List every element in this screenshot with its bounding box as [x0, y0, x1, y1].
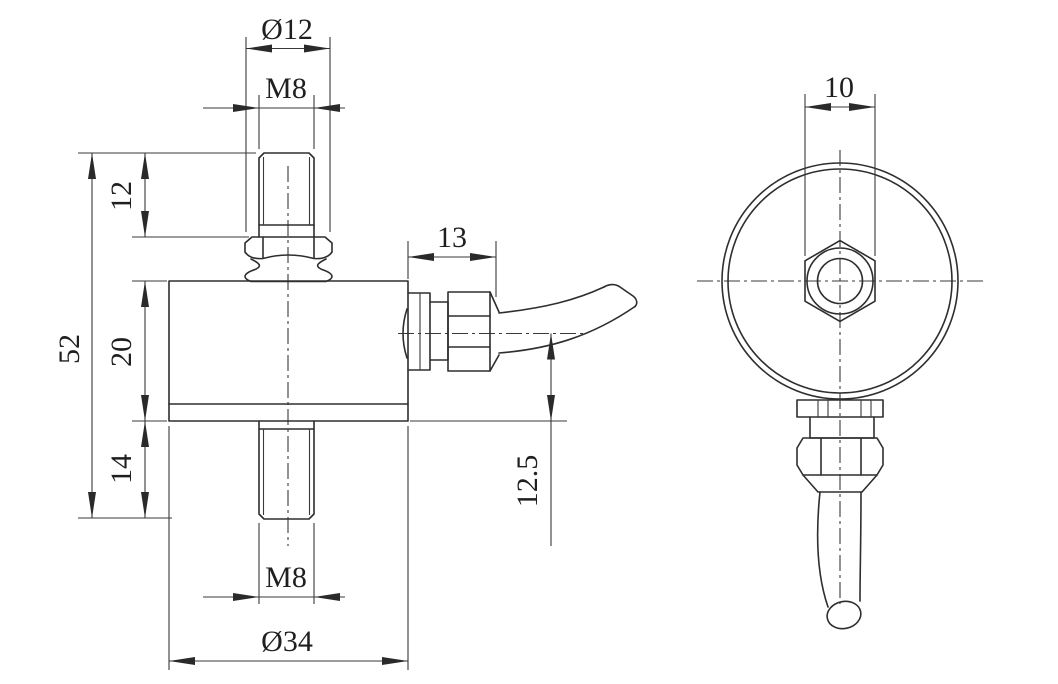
arrowhead-top [141, 281, 149, 307]
dim-label-stud-across-flats: 10 [824, 71, 854, 104]
dim-extension-lines [258, 523, 315, 604]
body-outer-circle [721, 162, 959, 400]
top-stud [258, 152, 315, 238]
dim-extension-lines [407, 241, 497, 297]
side-view: 10 [697, 71, 983, 630]
arrowhead-left [246, 44, 272, 53]
dim-label-top-diameter: Ø12 [261, 13, 313, 46]
gland-neck [429, 301, 449, 361]
dim-label-bottom-stud-length: 14 [105, 454, 138, 484]
dim-label-bottom-thread: M8 [265, 561, 307, 594]
gland-hex-facet-lines [447, 315, 491, 348]
body-inner-circle [727, 168, 953, 394]
cable-front [498, 283, 638, 354]
top-hex-outline [244, 236, 333, 260]
gland-collar-facet-lines [817, 400, 872, 417]
arrowhead-left [408, 253, 434, 261]
stud-thread-circle [816, 257, 864, 305]
bottom-stud-outline [258, 420, 315, 520]
top-stud-outline [258, 152, 315, 238]
arrowhead-top [88, 153, 96, 179]
dim-extension-lines [804, 94, 876, 256]
stud-end-view [804, 239, 876, 323]
dim-top-thread: M8 [203, 72, 345, 149]
dim-overall-height: 52 [53, 152, 256, 519]
arrowhead-bottom [141, 395, 149, 421]
body-outline [168, 280, 409, 422]
arrowhead-right [382, 657, 408, 665]
bottom-stud [258, 420, 315, 520]
arrowhead-bottom [141, 211, 149, 237]
arrowhead-top [141, 153, 149, 179]
dim-bottom-stud-length: 14 [105, 421, 149, 518]
dim-label-top-stud-length: 12 [105, 181, 138, 211]
top-hex-nut [244, 236, 333, 260]
dim-top-stud-length: 12 [105, 153, 249, 238]
arrowhead-right [314, 593, 340, 601]
gland-collar [407, 292, 431, 371]
dim-stud-across-flats: 10 [804, 71, 876, 256]
dim-label-body-diameter: Ø34 [261, 625, 313, 658]
cable-top-edge [498, 286, 605, 314]
dim-extension-lines [168, 426, 409, 670]
dim-gland-length: 13 [407, 221, 497, 297]
gland-hex-side-facet-lines [820, 437, 862, 476]
cable-side [816, 491, 862, 630]
dim-top-diameter: Ø12 [245, 13, 331, 232]
arrowhead-right [849, 103, 875, 111]
cable-gland-side [796, 399, 884, 493]
arrowhead-right [314, 104, 340, 112]
dim-label-cable-offset: 12.5 [511, 455, 544, 508]
stud-chamfer-circle [806, 247, 874, 315]
dim-bottom-thread: M8 [203, 523, 345, 604]
cable-end-cap [603, 283, 638, 308]
gland-hex-side-outline [796, 437, 884, 476]
gland-neck-side [809, 416, 875, 439]
top-stud-thread-lines [262, 157, 311, 225]
dim-label-overall-height: 52 [53, 334, 86, 364]
gland-boss-arc [402, 308, 408, 359]
front-view: Ø12 M8 52 12 20 [53, 13, 638, 670]
cable-left-edge [816, 491, 829, 608]
arrowhead-left [233, 593, 259, 601]
arrowhead-top [141, 421, 149, 447]
cable-bottom-edge [498, 305, 636, 354]
dim-extension-lines [132, 280, 167, 422]
dim-body-diameter: Ø34 [168, 426, 409, 670]
arrowhead-bottom [88, 492, 96, 518]
arrowhead-left [233, 104, 259, 112]
dim-body-height: 20 [105, 280, 167, 422]
stud-hex-outline [804, 239, 876, 323]
arrowhead-right [304, 44, 330, 53]
top-hex-facet-lines [262, 236, 315, 259]
dim-cable-offset: 12.5 [410, 333, 567, 546]
gland-collar-side [796, 399, 884, 418]
gland-cone-side [802, 474, 878, 493]
dim-label-body-height: 20 [105, 337, 138, 367]
bottom-stud-thread-lines [262, 429, 311, 515]
arrowhead-right [470, 253, 496, 261]
dim-label-top-thread: M8 [265, 72, 307, 105]
arrowhead-bottom [141, 492, 149, 518]
sensor-body [168, 280, 409, 422]
gland-hex-outline [447, 291, 491, 372]
arrowhead-top [547, 333, 555, 360]
dim-extension-lines [78, 152, 256, 519]
arrowhead-left [169, 657, 195, 665]
dim-extension-lines [258, 95, 315, 149]
arrowhead-left [805, 103, 831, 111]
gland-cone [489, 291, 500, 372]
cable-right-edge [859, 491, 862, 602]
cable-gland-front [402, 291, 500, 372]
arrowhead-bottom [547, 395, 555, 421]
dim-extension-lines [245, 37, 331, 232]
cable-end-ellipse [826, 600, 862, 630]
dim-label-gland-length: 13 [437, 221, 467, 254]
